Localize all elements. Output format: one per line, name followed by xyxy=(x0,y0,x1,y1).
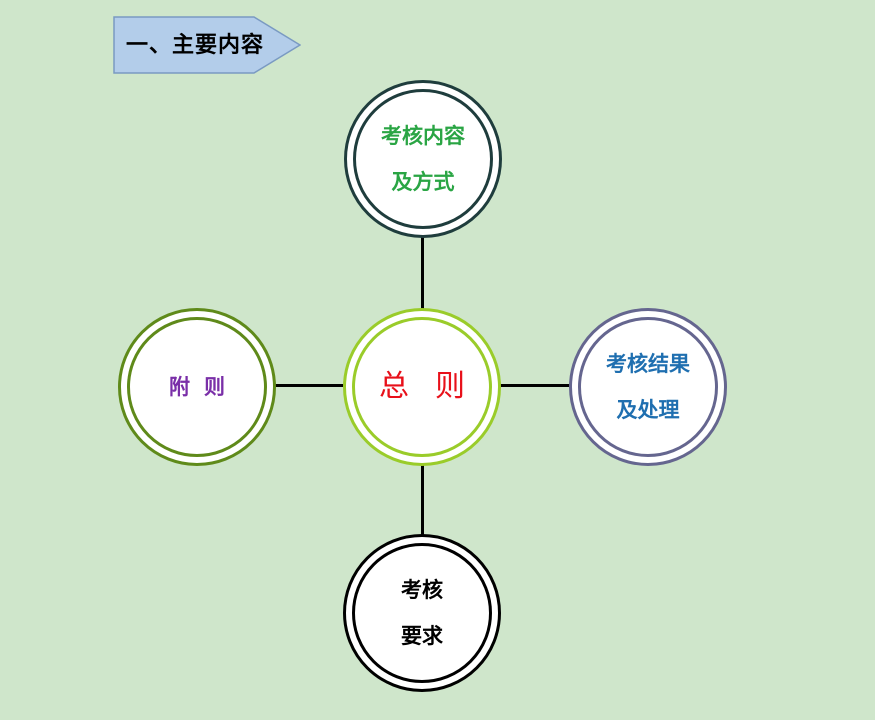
section-title: 一、主要内容 xyxy=(126,32,265,58)
node-assessment-requirements-inner: 考核 要求 xyxy=(352,543,492,683)
node-supplementary-label: 附则 xyxy=(155,364,239,410)
connector-center-bottom xyxy=(421,464,424,536)
node-supplementary-char-2: 则 xyxy=(204,374,239,399)
connector-center-left xyxy=(274,384,346,387)
node-general-principles-char-1: 总 xyxy=(379,369,435,404)
node-supplementary: 附则 xyxy=(118,308,276,466)
node-assessment-results-line-1: 考核结果 xyxy=(606,351,690,376)
node-assessment-results: 考核结果 及处理 xyxy=(569,308,727,466)
node-general-principles-inner: 总则 xyxy=(352,317,492,457)
node-assessment-content-line-1: 考核内容 xyxy=(381,123,465,148)
node-general-principles-char-2: 则 xyxy=(435,369,491,404)
node-assessment-requirements: 考核 要求 xyxy=(343,534,501,692)
node-assessment-content: 考核内容 及方式 xyxy=(344,80,502,238)
node-assessment-results-line-2: 及处理 xyxy=(616,397,680,422)
node-assessment-content-inner: 考核内容 及方式 xyxy=(353,89,493,229)
node-supplementary-char-1: 附 xyxy=(169,374,204,399)
section-title-tag: 一、主要内容 xyxy=(113,16,301,74)
connector-center-top xyxy=(421,236,424,310)
node-assessment-content-line-2: 及方式 xyxy=(391,169,455,194)
node-assessment-results-inner: 考核结果 及处理 xyxy=(578,317,718,457)
node-assessment-requirements-line-1: 考核 xyxy=(401,577,443,602)
connector-center-right xyxy=(498,384,570,387)
node-supplementary-inner: 附则 xyxy=(127,317,267,457)
arrow-tag-shape xyxy=(113,16,301,74)
node-assessment-requirements-line-2: 要求 xyxy=(401,623,443,648)
node-general-principles-label: 总则 xyxy=(353,364,491,410)
node-general-principles: 总则 xyxy=(343,308,501,466)
